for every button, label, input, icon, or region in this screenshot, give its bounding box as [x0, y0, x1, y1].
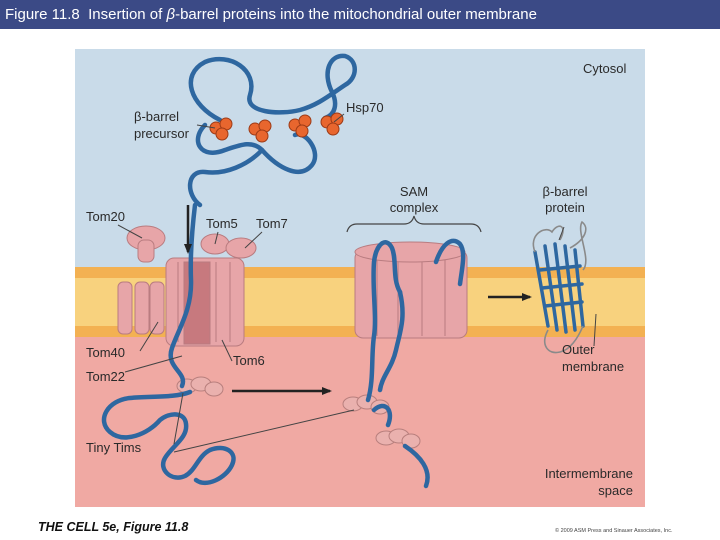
- sam-bound-chain: [365, 238, 466, 403]
- copyright: © 2009 ASM Press and Sinauer Associates,…: [555, 528, 673, 534]
- title-bar: Figure 11.8 Insertion of β-barrel protei…: [0, 0, 720, 29]
- label-tom6: Tom6: [233, 353, 265, 368]
- translocating-chain: [168, 202, 198, 389]
- title-before-symbol: Insertion of: [88, 6, 167, 23]
- tom-complex: [117, 225, 257, 347]
- label-tom20: Tom20: [86, 209, 125, 224]
- label-cytosol: Cytosol: [583, 61, 626, 76]
- label-intermembrane-line2: space: [598, 483, 633, 498]
- title-after-symbol: -barrel proteins into the mitochondrial …: [175, 6, 537, 23]
- sam-chain-lower: [371, 289, 430, 489]
- label-outer-membrane-line2: membrane: [562, 359, 624, 374]
- label-sam-line1: SAM: [400, 184, 428, 199]
- label-intermembrane-line1: Intermembrane: [545, 466, 633, 481]
- label-tiny-tims: Tiny Tims: [86, 440, 142, 455]
- sam-bracket: [346, 215, 482, 233]
- figure-title: Figure 11.8 Insertion of β-barrel protei…: [5, 6, 537, 23]
- precursor-chain-lower: [187, 147, 265, 208]
- process-arrows: [184, 205, 532, 395]
- tim-bound-chain: [101, 389, 236, 486]
- diagram-labels: Cytosol β-barrel precursor Hsp70 SAM com…: [86, 61, 633, 498]
- label-beta-barrel-protein-line2: protein: [545, 200, 585, 215]
- book-credit: THE CELL 5e, Figure 11.8: [38, 520, 189, 534]
- label-beta-barrel-precursor-line2: precursor: [134, 126, 190, 141]
- protein-chains: [101, 53, 466, 489]
- tom7-subunit: [225, 237, 257, 259]
- figure-number: Figure 11.8: [5, 6, 80, 23]
- label-tom40: Tom40: [86, 345, 125, 360]
- label-tom7: Tom7: [256, 216, 288, 231]
- label-hsp70: Hsp70: [346, 100, 384, 115]
- beta-barrel-protein: [532, 220, 587, 354]
- beta-symbol: β: [166, 6, 176, 23]
- label-beta-barrel-precursor-line1: β-barrel: [134, 109, 179, 124]
- leader-lines: [117, 113, 597, 453]
- label-tom5: Tom5: [206, 216, 238, 231]
- hsp70-chaperones: [209, 112, 344, 143]
- intermembrane-region: [75, 337, 645, 507]
- label-sam-line2: complex: [390, 200, 439, 215]
- label-tom22: Tom22: [86, 369, 125, 384]
- label-outer-membrane-line1: Outer: [562, 342, 595, 357]
- label-beta-barrel-protein-line1: β-barrel: [542, 184, 587, 199]
